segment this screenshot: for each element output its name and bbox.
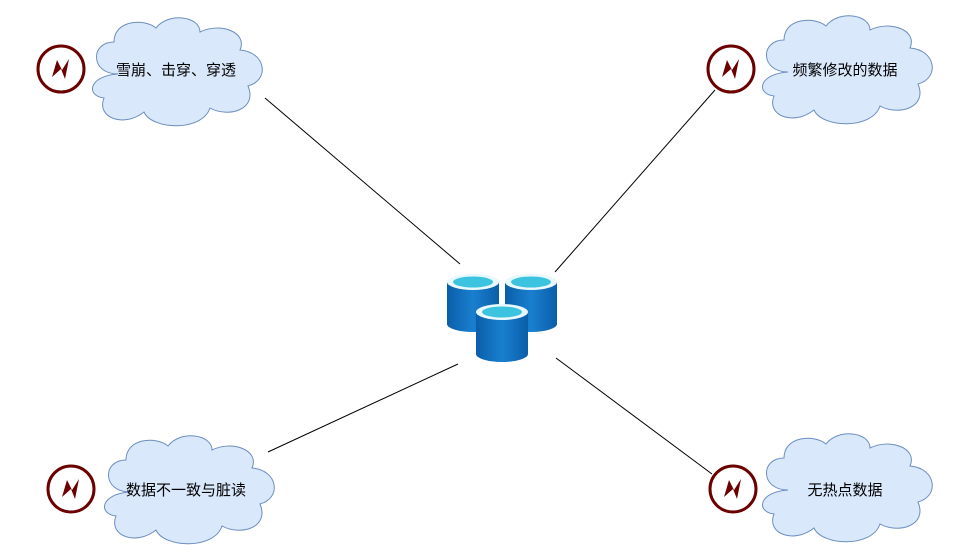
lightning-alert-icon [706,44,756,94]
cloud-node-no-hotspot[interactable]: 无热点数据 [762,433,933,543]
cloud-node-frequent-modification[interactable]: 频繁修改的数据 [762,15,933,125]
cloud-node-inconsistency[interactable]: 数据不一致与脏读 [104,435,275,545]
cloud-shape [762,433,933,543]
connector-bottom-left [267,363,459,453]
connector-bottom-right [555,357,713,475]
database-cylinder [476,304,528,362]
lightning-alert-icon [36,44,86,94]
cloud-shape [762,15,933,125]
lightning-alert-icon [708,464,758,514]
cloud-label: 雪崩、击穿、穿透 [116,61,236,79]
cloud-label: 频繁修改的数据 [792,61,897,79]
cloud-shape [104,435,275,545]
cloud-shape [92,17,263,127]
connector-top-right [554,89,716,273]
cloud-label: 数据不一致与脏读 [126,481,246,499]
cloud-node-avalanche[interactable]: 雪崩、击穿、穿透 [92,17,263,127]
connector-top-left [264,97,461,265]
connectors [264,89,716,475]
lightning-alert-icon [46,464,96,514]
database-cluster-icon[interactable] [447,274,557,362]
cloud-label: 无热点数据 [807,481,882,499]
